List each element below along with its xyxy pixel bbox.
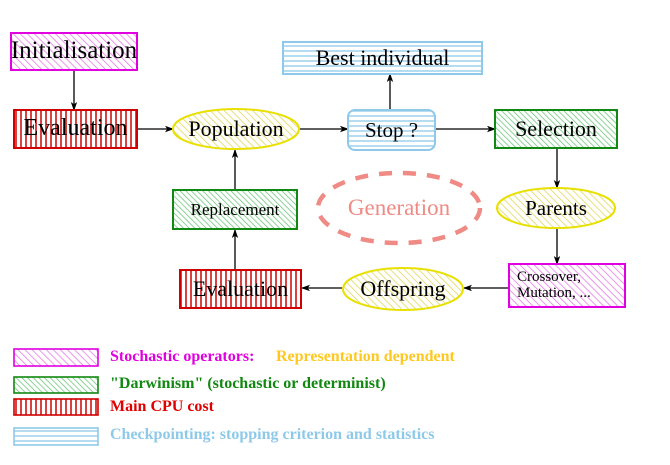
legend-label-darwinism: "Darwinism" (stochastic or determinist) (110, 375, 386, 392)
legend-label-stochastic-operators: Stochastic operators: (110, 348, 255, 365)
legend-swatch-green-diagonal (13, 376, 99, 394)
node-offspring (342, 267, 464, 311)
node-stop (347, 109, 436, 151)
node-population (172, 108, 300, 150)
node-initialisation (10, 32, 138, 71)
legend-swatch-blue-horizontal (13, 427, 99, 446)
node-selection (494, 109, 618, 149)
edge-group (70, 70, 561, 292)
node-evaluation-bottom (179, 269, 302, 309)
legend-label-main-cpu-cost: Main CPU cost (110, 398, 214, 415)
legend-label-checkpointing: Checkpointing: stopping criterion and st… (110, 426, 435, 443)
legend-label-representation-dependent: Representation dependent (276, 348, 455, 365)
node-replacement (172, 189, 298, 230)
legend-swatch-red-vertical (13, 398, 99, 416)
node-generation (315, 170, 483, 246)
legend-swatch-magenta-diagonal (13, 348, 99, 367)
node-variation (508, 263, 626, 308)
node-best-individual (282, 41, 483, 75)
node-parents (496, 187, 616, 229)
node-evaluation-top (13, 109, 138, 149)
